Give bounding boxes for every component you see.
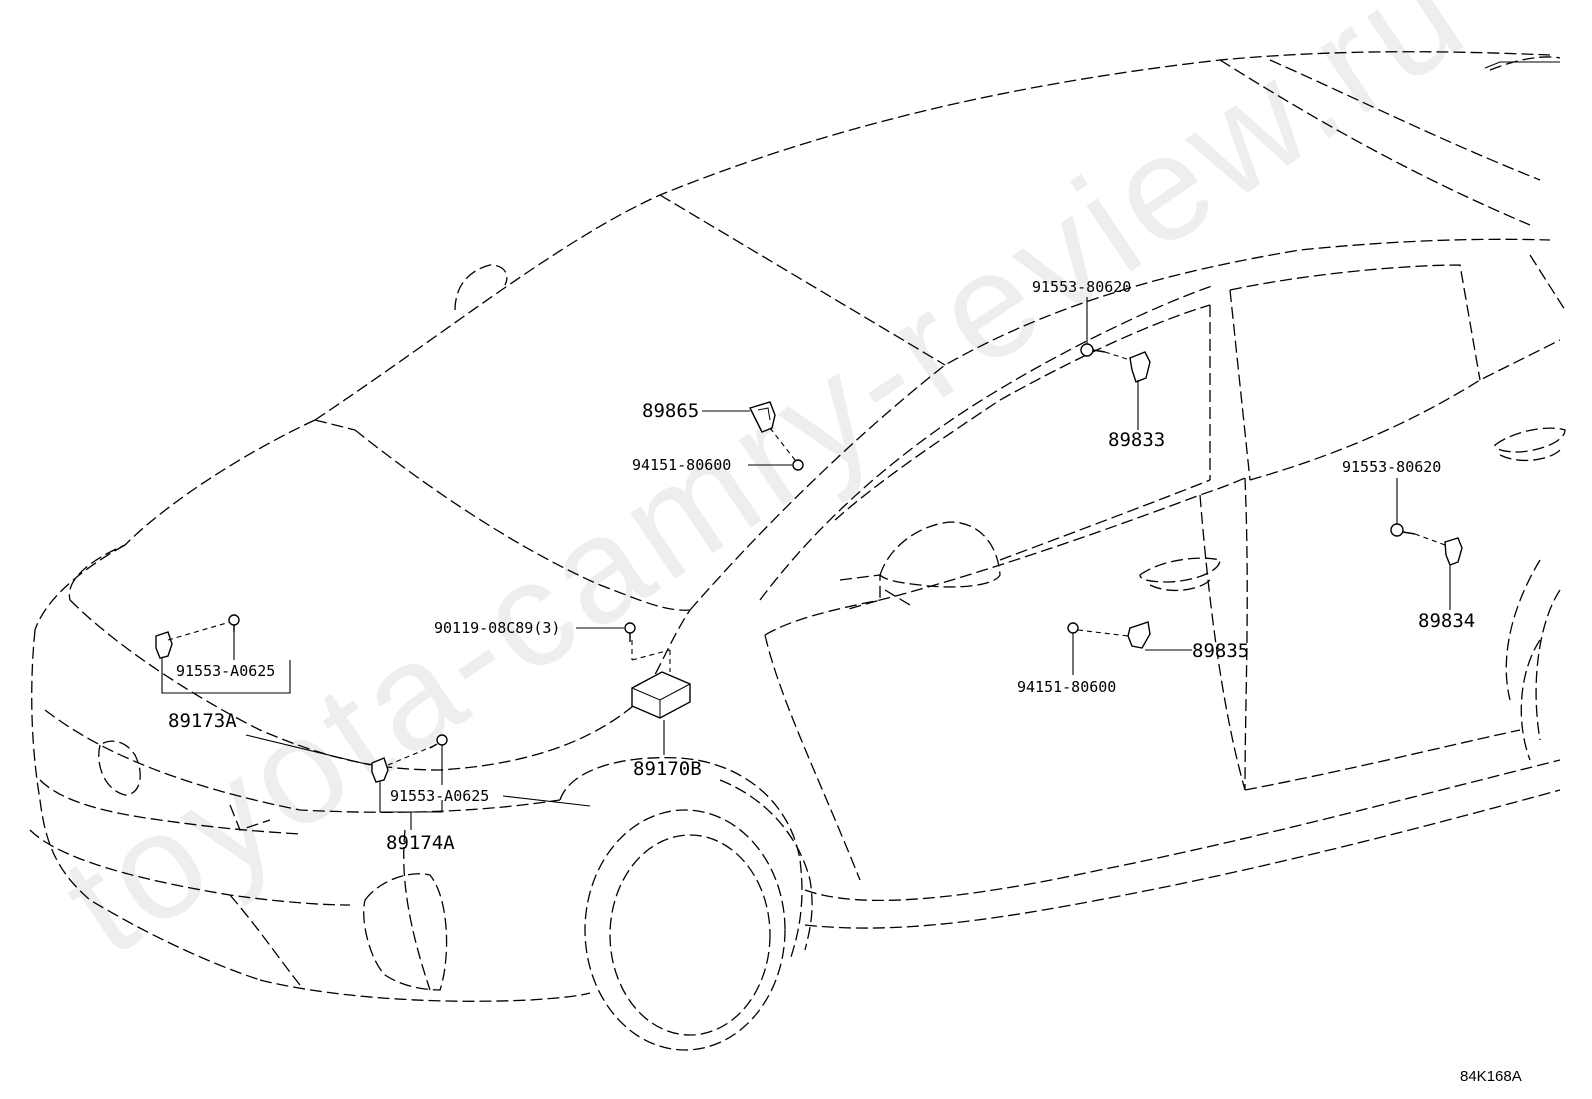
label-91553-A0625-left: 91553-A0625 — [176, 662, 275, 680]
sensor-89174A — [371, 757, 389, 783]
sensor-89173A — [155, 631, 173, 659]
bolt-91553-80620-top — [1080, 343, 1094, 357]
label-91553-80620-right: 91553-80620 — [1342, 458, 1441, 476]
sensor-89833 — [1129, 351, 1151, 383]
part-labels: 91553-80620 89865 94151-80600 89833 9155… — [168, 278, 1475, 854]
label-89833: 89833 — [1108, 429, 1165, 451]
parts — [155, 343, 1463, 783]
bolt-91553-A0625-bottom — [436, 734, 448, 746]
label-91553-80620-top: 91553-80620 — [1032, 278, 1131, 296]
label-91553-A0625-bottom: 91553-A0625 — [390, 787, 489, 805]
ecu-89170B — [631, 671, 691, 719]
nut-94151-top — [792, 459, 804, 471]
label-94151-80600-bottom: 94151-80600 — [1017, 678, 1116, 696]
bolt-90119 — [624, 622, 636, 634]
diagram-ref-code: 84K168A — [1460, 1068, 1522, 1085]
label-89174A: 89174A — [386, 832, 455, 854]
car-outline — [29, 51, 1566, 1051]
watermark-text: toyota-camry-review.ru — [34, 0, 1495, 987]
nut-94151-bottom — [1067, 622, 1079, 634]
sensor-89835 — [1127, 621, 1151, 649]
leader-lines — [161, 297, 1451, 830]
label-89834: 89834 — [1418, 610, 1475, 632]
sensor-89834 — [1444, 537, 1463, 566]
label-89170B: 89170B — [633, 758, 702, 780]
label-89865: 89865 — [642, 400, 699, 422]
bolt-91553-80620-right — [1390, 523, 1404, 537]
label-89173A: 89173A — [168, 710, 237, 732]
label-94151-80600-top: 94151-80600 — [632, 456, 731, 474]
bolt-91553-A0625-left — [228, 614, 240, 626]
label-90119-08C89: 90119-08C89(3) — [434, 619, 560, 637]
label-89835: 89835 — [1192, 640, 1249, 662]
